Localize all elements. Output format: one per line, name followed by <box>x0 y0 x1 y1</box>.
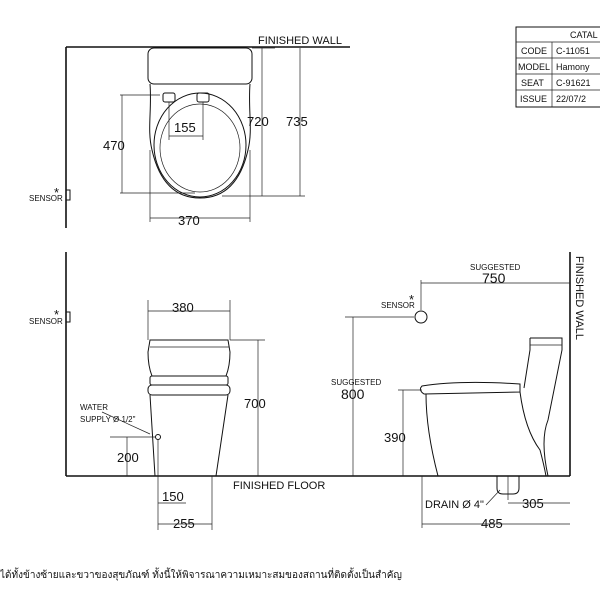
side-sensor <box>414 310 428 324</box>
dim-485: 485 <box>481 516 503 531</box>
dim-155: 155 <box>174 120 196 135</box>
water-supply-label-2: SUPPLY Ø 1/2" <box>80 415 136 424</box>
table-header: CATAL <box>570 30 598 40</box>
suggested-800-label: SUGGESTED <box>331 378 381 387</box>
dim-255: 255 <box>173 516 195 531</box>
sensor-marker-top <box>65 189 71 201</box>
top-hinge-left <box>162 92 176 103</box>
dim-750: 750 <box>482 270 506 286</box>
front-tank <box>147 339 231 377</box>
table-value-code: C-11051 <box>556 46 590 56</box>
front-view: FINISHED FLOOR 380 700 WATER SUPPLY Ø 1/… <box>29 252 570 531</box>
sensor-label-front: SENSOR <box>29 317 63 326</box>
top-seat-inner <box>159 103 241 193</box>
sensor-label-top: SENSOR <box>29 194 63 203</box>
sensor-marker-front <box>65 311 71 323</box>
side-view: FINISHED WALL SENSOR * SUGGESTED 750 SUG… <box>331 252 585 531</box>
finished-floor-label: FINISHED FLOOR <box>233 480 325 492</box>
finished-wall-top-label: FINISHED WALL <box>258 35 342 47</box>
sensor-asterisk-side: * <box>409 292 414 307</box>
table-key-code: CODE <box>521 46 547 56</box>
table-value-model: Hamony <box>556 62 590 72</box>
table-value-seat: C-91621 <box>556 78 591 88</box>
table-value-issue: 22/07/2 <box>556 94 586 104</box>
dim-720: 720 <box>247 114 269 129</box>
top-hinge-right <box>196 92 210 103</box>
sensor-label-side: SENSOR <box>381 301 415 310</box>
dim-370: 370 <box>178 213 200 228</box>
finished-wall-side-label: FINISHED WALL <box>573 256 585 340</box>
dim-470: 470 <box>103 138 125 153</box>
top-tank-outline <box>147 47 253 85</box>
footer-note: ได้ทั้งข้างซ้ายและขวาของสุขภัณฑ์ ทั้งนี้… <box>0 567 402 581</box>
top-bowl-body <box>149 83 251 199</box>
side-bowl-rear <box>519 391 547 477</box>
dim-390: 390 <box>384 430 406 445</box>
side-seat <box>419 381 521 395</box>
dim-150: 150 <box>162 489 184 504</box>
dim-380: 380 <box>172 300 194 315</box>
dim-800: 800 <box>341 386 365 402</box>
water-supply-label-1: WATER <box>80 403 108 412</box>
top-seat-outline <box>153 92 247 198</box>
front-supply-valve <box>155 434 161 440</box>
sensor-asterisk-front: * <box>54 307 59 322</box>
front-body <box>149 394 229 477</box>
front-lid <box>149 375 229 386</box>
top-view: FINISHED WALL 155 470 720 735 <box>29 35 350 228</box>
table-key-model: MODEL <box>518 62 550 72</box>
table-key-issue: ISSUE <box>520 94 547 104</box>
catalog-table: CATAL CODE C-11051 MODEL Hamony SEAT C-9… <box>515 26 600 108</box>
table-key-seat: SEAT <box>521 78 544 88</box>
front-seat <box>147 384 231 396</box>
side-tank-back <box>530 337 563 477</box>
dim-200: 200 <box>117 450 139 465</box>
dim-700: 700 <box>244 396 266 411</box>
side-bowl-front <box>425 393 439 477</box>
side-tank-front <box>523 338 531 389</box>
dim-305: 305 <box>522 496 544 511</box>
suggested-750-label: SUGGESTED <box>470 263 520 272</box>
sensor-asterisk-top: * <box>54 185 59 200</box>
dim-735: 735 <box>286 114 308 129</box>
drain-label: DRAIN Ø 4" <box>425 499 484 511</box>
